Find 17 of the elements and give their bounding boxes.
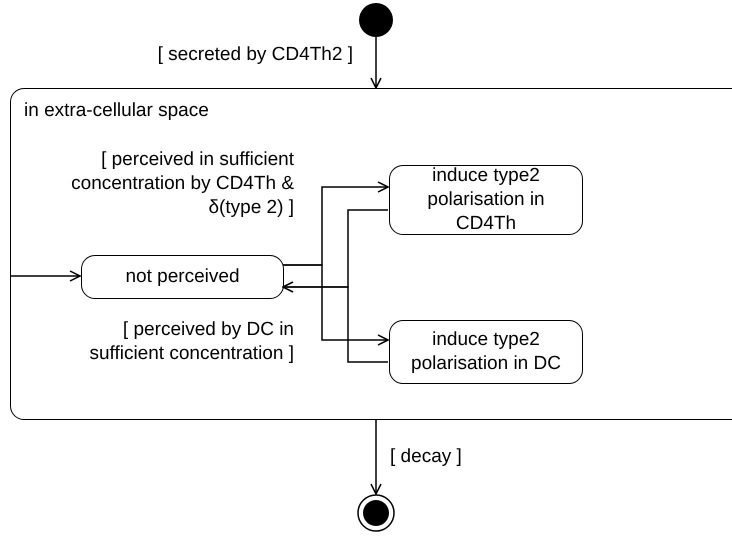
- state-box: [81, 255, 284, 299]
- transition-arrow: [10, 270, 81, 282]
- transition-arrow: [370, 420, 382, 495]
- state-box: [389, 320, 583, 384]
- state-name: induce type2 polarisation in DC: [410, 328, 562, 376]
- transition-arrow: [282, 281, 388, 363]
- state-box: [389, 165, 583, 235]
- transition-arrow: [370, 37, 382, 89]
- state-title: in extra-cellular space: [24, 99, 209, 123]
- state-name: induce type2 polarisation in CD4Th: [426, 164, 546, 236]
- initial-state: [359, 3, 393, 37]
- final-state: [357, 494, 395, 532]
- transition-arrow: [283, 264, 389, 346]
- guard-label: [ secreted by CD4Th2 ]: [158, 43, 353, 67]
- guard-label: [ decay ]: [390, 445, 462, 469]
- state-name: not perceived: [124, 265, 241, 289]
- composite-state: [10, 88, 732, 420]
